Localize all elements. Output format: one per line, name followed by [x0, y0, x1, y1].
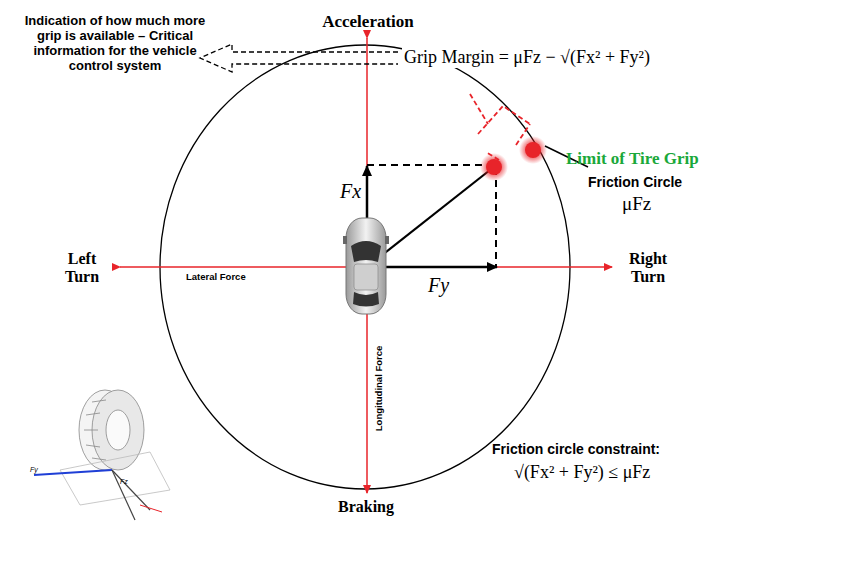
tire-force-label: Fy — [30, 466, 50, 474]
grip-limit-point — [525, 142, 541, 158]
axis-caption: Lateral Force — [186, 272, 306, 283]
grip-margin-formula: Grip Margin = μFz − √(Fx² + Fy²) — [402, 47, 652, 68]
limit-label: Limit of Tire Grip — [566, 149, 699, 169]
car-icon — [343, 218, 389, 314]
force-label: Fy — [428, 274, 458, 297]
tire-illustration — [34, 390, 170, 520]
grip-margin-bracket — [470, 94, 530, 160]
constraint-formula: √(Fx² + Fy²) ≤ μFz — [514, 462, 650, 483]
hollow-arrow — [200, 44, 398, 72]
force-point — [486, 159, 502, 175]
note-text: Indication of how much more grip is avai… — [12, 14, 218, 74]
tire-force-label: Fz — [120, 478, 140, 486]
axis-label: Braking — [316, 498, 416, 516]
mu-fz-label: μFz — [622, 193, 682, 215]
force-label: Fx — [340, 180, 370, 203]
axis-label: Acceleration — [318, 12, 418, 32]
friction-circle-label: Friction Circle — [588, 174, 682, 190]
constraint-title: Friction circle constraint: — [492, 441, 660, 457]
axis-caption: Longitudinal Force — [374, 323, 385, 453]
direction-label: Right Turn — [618, 250, 678, 287]
direction-label: Left Turn — [52, 250, 112, 287]
